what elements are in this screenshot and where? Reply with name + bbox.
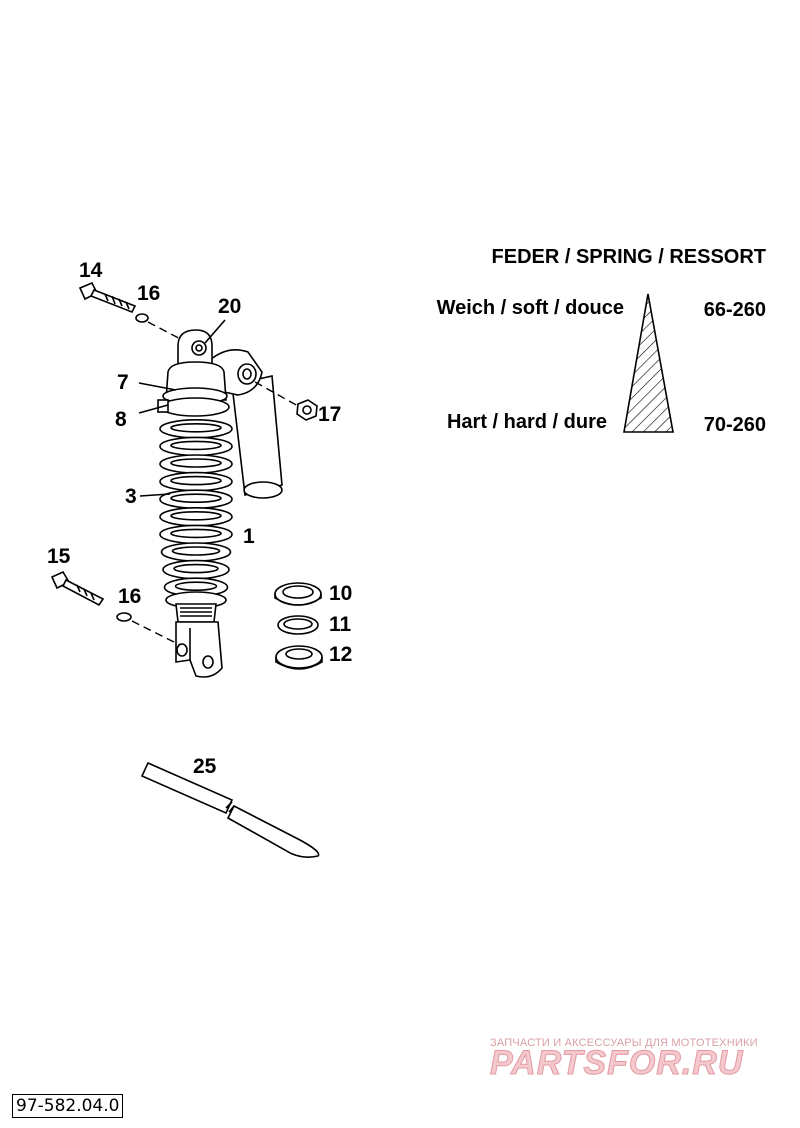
washer-10	[274, 582, 322, 606]
callout-10: 10	[329, 582, 352, 605]
leader-lower-bolt	[131, 620, 181, 646]
callout-8: 8	[115, 408, 127, 431]
callout-3: 3	[125, 485, 137, 508]
spring-coil-inner	[174, 581, 218, 592]
callout-11: 11	[329, 613, 352, 636]
washer-12	[275, 645, 323, 670]
spring-coil-inner	[170, 440, 222, 451]
callout-12: 12	[329, 643, 352, 666]
spring-coil-inner	[173, 563, 219, 574]
spring-legend: FEDER / SPRING / RESSORT Weich / soft / …	[437, 246, 766, 436]
shock-absorber-1	[157, 329, 283, 678]
legend-hard-code: 70-260	[704, 414, 766, 436]
hook-wrench-25	[140, 761, 320, 858]
callout-16-upper: 16	[137, 282, 160, 305]
spring-coil-inner	[170, 475, 222, 486]
callout-16-lower: 16	[118, 585, 141, 608]
spring-coil-inner	[170, 458, 222, 468]
reference-code: 97-582.04.0	[12, 1094, 124, 1118]
nut-17	[296, 399, 318, 421]
bolt-14	[78, 281, 137, 314]
spring-coil-inner	[170, 493, 222, 504]
legend-soft-label: Weich / soft / douce	[437, 297, 624, 319]
bolt-15	[50, 570, 105, 607]
callout-15: 15	[47, 545, 71, 568]
watermark-tagline: ЗАПЧАСТИ И АКСЕССУАРЫ ДЛЯ МОТОТЕХНИКИ	[490, 1037, 758, 1049]
callout-20: 20	[218, 295, 241, 318]
washer-11	[277, 615, 319, 635]
spring-coil-inner	[170, 528, 222, 539]
hardness-wedge	[623, 293, 674, 433]
legend-soft-code: 66-260	[704, 299, 766, 321]
spring-coil-inner	[170, 422, 222, 433]
watermark-brand: PARTSFOR.RU	[490, 1044, 744, 1082]
legend-hard-label: Hart / hard / dure	[447, 411, 607, 433]
callout-7: 7	[117, 371, 129, 394]
washer-16-lower	[116, 612, 132, 622]
leader-lines	[138, 319, 226, 497]
callout-25: 25	[193, 755, 217, 778]
watermark: ЗАПЧАСТИ И АКСЕССУАРЫ ДЛЯ МОТОТЕХНИКИ PA…	[490, 1037, 758, 1083]
spring-coil-inner	[171, 546, 221, 556]
callout-17: 17	[318, 403, 341, 426]
callout-14: 14	[79, 259, 103, 282]
leader-nut-17	[254, 381, 299, 407]
spring-coil-inner	[170, 510, 222, 521]
callout-1: 1	[243, 525, 255, 548]
legend-title: FEDER / SPRING / RESSORT	[492, 246, 766, 268]
washer-16-upper	[135, 313, 149, 323]
